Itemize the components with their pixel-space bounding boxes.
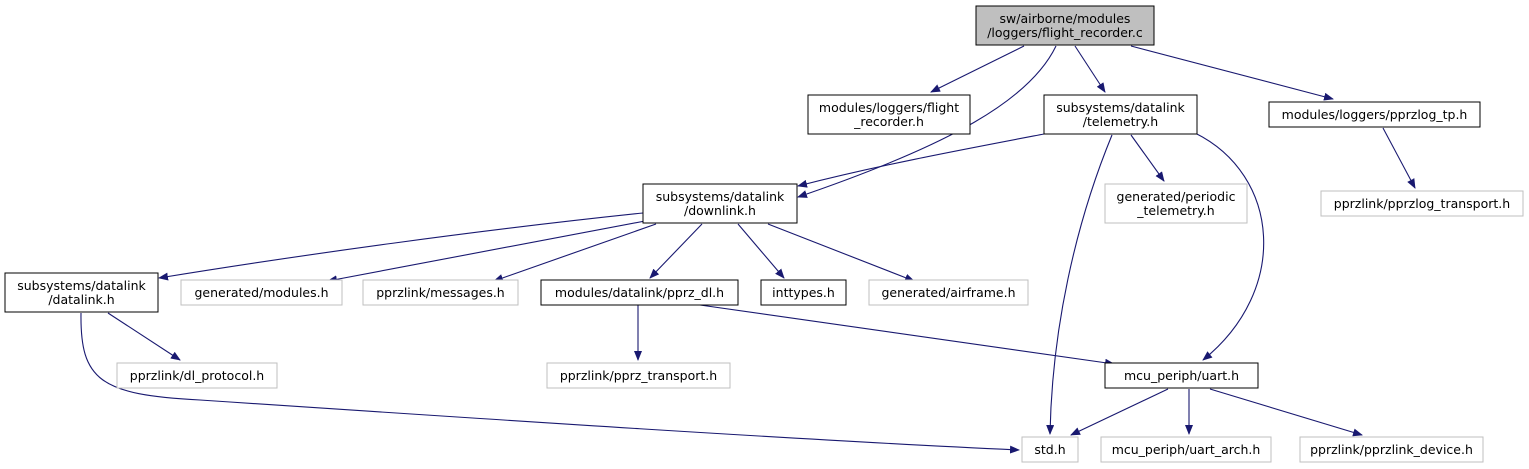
node-periodic: generated/periodic_telemetry.h (1104, 183, 1248, 224)
node-label: modules/loggers/pprzlog_tp.h (1282, 107, 1468, 122)
node-label: subsystems/datalink (17, 278, 146, 293)
edge-downlink-to-datalink (158, 212, 644, 281)
node-label: /telemetry.h (1083, 114, 1158, 129)
edge-pprzlog_tp-to-pprzlog_transport (1382, 127, 1416, 189)
edge-datalink-to-std (80, 312, 1020, 454)
node-label: /downlink.h (684, 203, 756, 218)
node-label: mcu_periph/uart_arch.h (1112, 442, 1261, 457)
node-box (1043, 94, 1198, 135)
edge-root-to-pprzlog_tp (1130, 45, 1334, 101)
node-uart-arch: mcu_periph/uart_arch.h (1100, 436, 1272, 463)
node-box (180, 279, 343, 306)
node-std: std.h (1021, 436, 1079, 463)
node-label: subsystems/datalink (1056, 100, 1185, 115)
node-label: inttypes.h (772, 285, 835, 300)
node-inttypes[interactable]: inttypes.h (760, 279, 847, 306)
node-box (868, 279, 1029, 306)
edge-downlink-to-messages (493, 223, 657, 282)
edge-telemetry-to-downlink (797, 133, 1045, 188)
node-label: sw/airborne/modules (1000, 11, 1131, 26)
node-box (1100, 436, 1272, 463)
node-root[interactable]: sw/airborne/modules/loggers/flight_recor… (975, 5, 1155, 46)
node-pprzlog-transport: pprzlink/pprzlog_transport.h (1320, 190, 1524, 217)
node-pprz-dl[interactable]: modules/datalink/pprz_dl.h (540, 279, 739, 306)
node-label: /loggers/flight_recorder.c (987, 25, 1143, 40)
edge-root-to-fr_h (930, 45, 1025, 93)
node-label: pprzlink/pprzlink_device.h (1310, 442, 1473, 457)
node-box (4, 272, 159, 313)
node-pprz-transport: pprzlink/pprz_transport.h (546, 362, 731, 389)
node-label: _telemetry.h (1136, 203, 1214, 218)
node-label: modules/loggers/flight (819, 100, 959, 115)
edge-telemetry-to-std (1046, 134, 1113, 435)
node-label: pprzlink/pprz_transport.h (560, 368, 717, 383)
edge-uart-to-std (1070, 388, 1169, 436)
node-box (540, 279, 739, 306)
node-label: generated/periodic (1117, 189, 1236, 204)
node-fr-h[interactable]: modules/loggers/flight_recorder.h (807, 94, 971, 135)
nodes-layer: sw/airborne/modules/loggers/flight_recor… (4, 5, 1524, 463)
node-gen-modules: generated/modules.h (180, 279, 343, 306)
edge-datalink-to-dl_protocol (107, 312, 181, 361)
node-box (760, 279, 847, 306)
node-label: pprzlink/dl_protocol.h (130, 368, 264, 383)
edge-downlink-to-airframe (767, 223, 915, 282)
node-box (546, 362, 731, 389)
node-label: _recorder.h (853, 114, 924, 129)
node-label: generated/modules.h (194, 285, 328, 300)
node-box (975, 5, 1155, 46)
node-box (1104, 362, 1259, 389)
node-messages: pprzlink/messages.h (362, 279, 519, 306)
node-box (1268, 101, 1481, 128)
node-uart[interactable]: mcu_periph/uart.h (1104, 362, 1259, 389)
node-datalink[interactable]: subsystems/datalink/datalink.h (4, 272, 159, 313)
node-box (807, 94, 971, 135)
node-label: /datalink.h (48, 292, 114, 307)
node-box (1299, 436, 1484, 463)
node-label: subsystems/datalink (656, 189, 785, 204)
node-telemetry[interactable]: subsystems/datalink/telemetry.h (1043, 94, 1198, 135)
node-box (642, 183, 798, 224)
node-box (1104, 183, 1248, 224)
node-label: modules/datalink/pprz_dl.h (555, 285, 724, 300)
node-box (116, 362, 278, 389)
node-label: mcu_periph/uart.h (1124, 368, 1239, 383)
edge-root-to-telemetry (1074, 45, 1106, 93)
edges-layer (80, 45, 1416, 454)
node-dl-protocol: pprzlink/dl_protocol.h (116, 362, 278, 389)
edge-downlink-to-gen_modules (327, 220, 646, 284)
edge-uart-to-pprzlink_device (1209, 388, 1363, 437)
node-box (1021, 436, 1079, 463)
edge-pprz_dl-to-uart (699, 304, 1115, 367)
node-label: pprzlink/messages.h (376, 285, 504, 300)
node-pprzlink-device: pprzlink/pprzlink_device.h (1299, 436, 1484, 463)
node-label: std.h (1034, 442, 1065, 457)
node-downlink[interactable]: subsystems/datalink/downlink.h (642, 183, 798, 224)
node-label: generated/airframe.h (881, 285, 1015, 300)
node-airframe: generated/airframe.h (868, 279, 1029, 306)
edge-root-to-downlink (797, 45, 1057, 198)
edge-telemetry-to-periodic (1130, 134, 1165, 182)
node-box (362, 279, 519, 306)
node-label: pprzlink/pprzlog_transport.h (1334, 196, 1510, 211)
edge-telemetry-to-uart (1194, 132, 1265, 361)
node-pprzlog-tp[interactable]: modules/loggers/pprzlog_tp.h (1268, 101, 1481, 128)
node-box (1320, 190, 1524, 217)
edge-downlink-to-pprz_dl (649, 223, 703, 279)
edge-downlink-to-inttypes (737, 223, 785, 279)
